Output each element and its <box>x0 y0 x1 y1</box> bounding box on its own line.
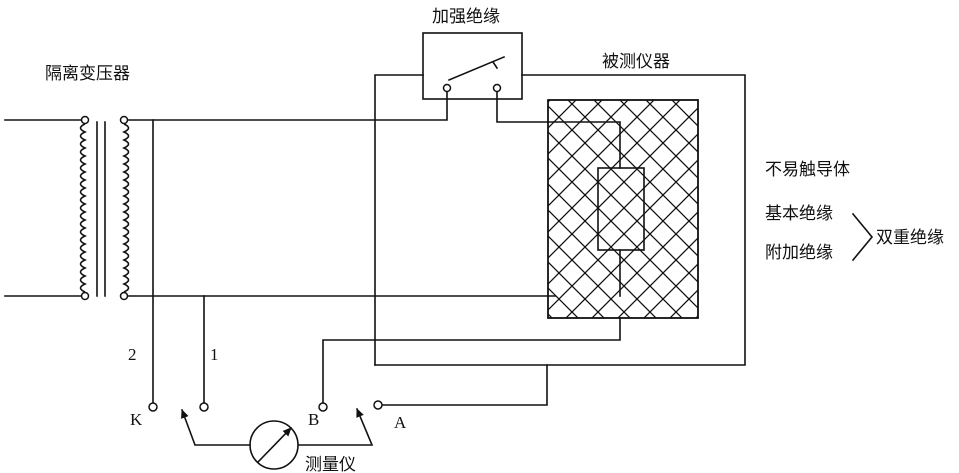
brace-icon <box>851 212 874 262</box>
basic-insulation-label: 基本绝缘 <box>765 204 833 224</box>
terminal-k <box>148 402 158 412</box>
test-terminals: 2 1 K B A <box>128 345 407 432</box>
primary-coil <box>79 115 90 301</box>
meter-body <box>249 420 299 470</box>
double-insulation-label: 双重绝缘 <box>876 228 944 248</box>
circuit-wires <box>127 74 746 406</box>
switch-contact <box>491 60 499 70</box>
probe-lead-right <box>298 407 374 446</box>
isolation-transformer: 隔离变压器 <box>4 64 130 301</box>
live-part <box>597 167 645 251</box>
enclosure-right <box>374 74 746 366</box>
device-under-test: 被测仪器 <box>547 52 699 319</box>
lead-b-wire <box>322 317 621 404</box>
terminal-k-label: K <box>130 410 143 429</box>
insulation-legend: 不易触导体 基本绝缘 附加绝缘 双重绝缘 <box>765 160 944 263</box>
supply-line-top <box>127 91 448 121</box>
terminal-a <box>373 400 383 410</box>
measuring-instrument: 测量仪 <box>180 407 374 473</box>
meter-needle-icon <box>256 426 293 464</box>
terminal-1 <box>199 402 209 412</box>
supplementary-insulation-label: 附加绝缘 <box>765 243 833 263</box>
secondary-coil <box>119 115 130 301</box>
switch-terminal-right <box>492 83 502 93</box>
switch-terminal-left <box>442 83 452 93</box>
lead-2-label: 2 <box>128 345 137 364</box>
terminal-a-label: A <box>394 413 407 432</box>
terminal-b <box>318 402 328 412</box>
lead-a-wire <box>377 364 548 406</box>
reinforced-insulation-switch: 加强绝缘 <box>422 7 523 100</box>
probe-lead-left <box>180 408 251 446</box>
switch-blade <box>447 55 506 82</box>
insulation-block <box>547 99 699 319</box>
switch-box <box>422 32 523 100</box>
meter-label: 测量仪 <box>305 455 356 473</box>
device-under-test-label: 被测仪器 <box>602 52 670 72</box>
reinforced-insulation-label: 加强绝缘 <box>432 7 500 27</box>
lead-1-label: 1 <box>210 345 219 364</box>
enclosure-left <box>374 74 424 366</box>
terminal-b-label: B <box>308 410 319 429</box>
isolation-transformer-label: 隔离变压器 <box>45 64 130 84</box>
inaccessible-conductor-label: 不易触导体 <box>765 160 850 180</box>
